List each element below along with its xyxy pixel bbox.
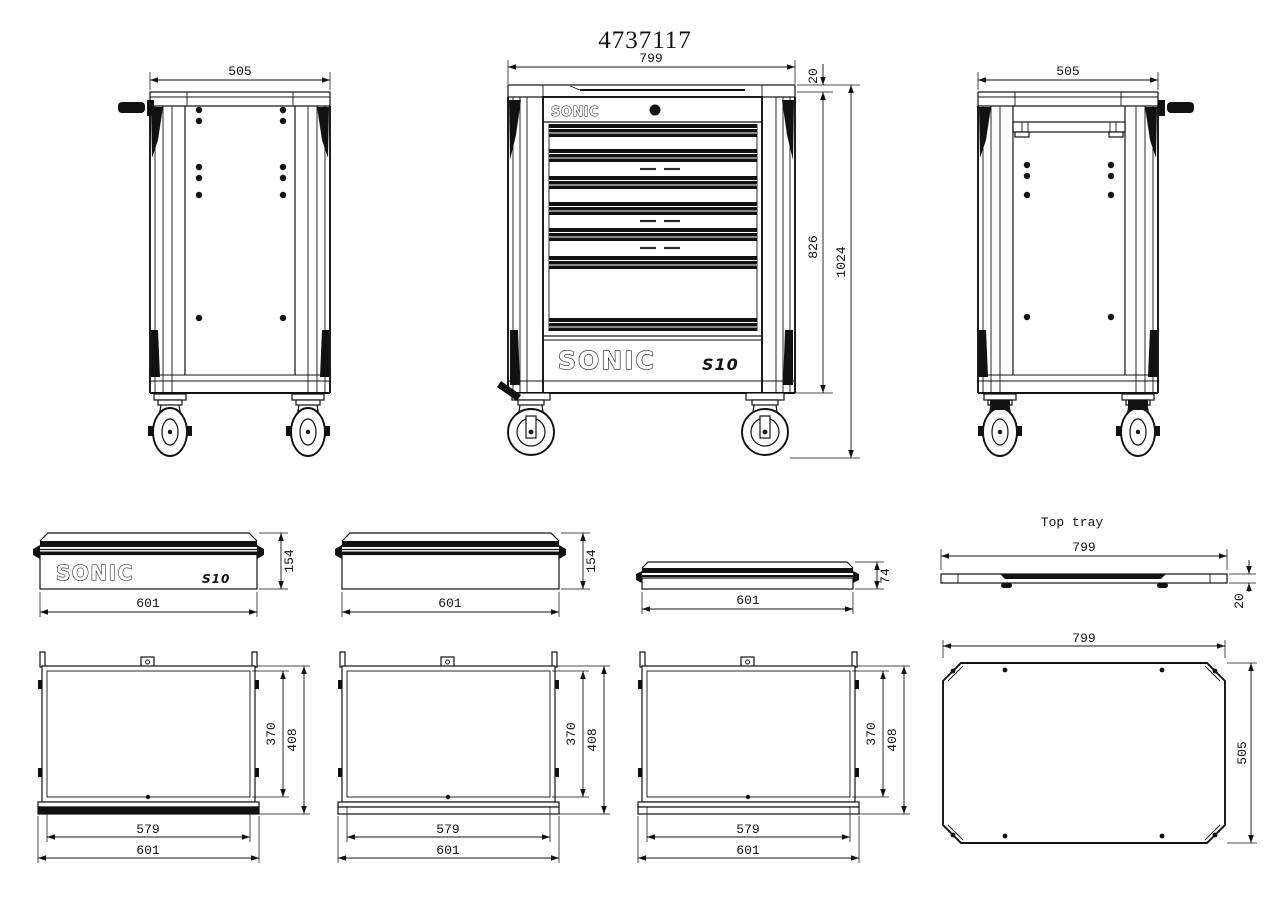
dim-plan3-inner-width-label: 579 <box>736 822 759 837</box>
dim-drawer1-width-label: 601 <box>136 596 160 611</box>
dim-plan1-inner-depth-label: 370 <box>264 722 279 745</box>
dim-plan2-outer-width-label: 601 <box>436 843 460 858</box>
dim-front-total-height-label: 1024 <box>834 246 849 277</box>
brand-logo-front-top: SONIC <box>551 105 599 120</box>
dim-plan1-outer-width-label: 601 <box>136 843 160 858</box>
model-logo-drawer: S10 <box>202 572 230 586</box>
drawer-handle-band <box>549 176 757 189</box>
drawer-stack <box>548 124 758 331</box>
dim-plan1-inner-width-label: 579 <box>136 822 159 837</box>
mounting-holes-right-view <box>1023 161 1115 321</box>
dim-drawer3-width-label: 601 <box>736 593 760 608</box>
tray-screw-holes <box>950 667 1218 839</box>
left-side-view: 505 <box>118 64 331 457</box>
tray-plan-view: 799 505 <box>942 631 1257 844</box>
dim-front-toplip-label: 20 <box>806 68 821 84</box>
mounting-holes-left-view <box>195 106 287 322</box>
push-handle-left <box>118 100 154 116</box>
lock-icon <box>649 104 661 116</box>
caster-swivel <box>741 392 789 456</box>
dim-right-width-label: 505 <box>1056 64 1079 79</box>
brand-logo-drawer: SONIC <box>56 561 134 585</box>
drawing-title: 4737117 <box>598 27 692 54</box>
caster-wheel <box>285 393 331 457</box>
dim-plan2-inner-depth-label: 370 <box>564 722 579 745</box>
drawer-front-slim-view: 74 601 <box>636 561 893 614</box>
drawer-handle-band <box>549 202 757 215</box>
caster-with-brake <box>1115 393 1161 457</box>
dim-front-body-height-label: 826 <box>806 235 821 258</box>
dim-trayplan-width-label: 799 <box>1072 631 1095 646</box>
caster-wheel <box>147 393 193 457</box>
drawer-front-plain-view: 154 601 <box>334 532 599 617</box>
drawer-plan-view-1: 370 408 579 601 <box>38 652 310 863</box>
dim-trayplan-depth-label: 505 <box>1235 741 1250 764</box>
dim-tray-width-label: 799 <box>1072 540 1095 555</box>
push-handle-right <box>1158 100 1194 116</box>
dim-plan2-outer-depth-label: 408 <box>585 728 600 751</box>
dim-tray-thickness-label: 20 <box>1232 593 1247 609</box>
caster-with-brake <box>977 393 1023 457</box>
dim-left-width-label: 505 <box>228 64 251 79</box>
drawer-handle-band <box>549 318 757 331</box>
dim-plan3-outer-width-label: 601 <box>736 843 760 858</box>
top-tray-label: Top tray <box>1041 515 1104 530</box>
caster-with-brake <box>497 381 555 456</box>
dim-drawer2-height-label: 154 <box>584 549 599 573</box>
dim-plan3-inner-depth-label: 370 <box>864 722 879 745</box>
dim-drawer3-height-label: 74 <box>878 568 893 584</box>
drawer-handle-band <box>549 149 757 162</box>
dim-plan1-outer-depth-label: 408 <box>285 728 300 751</box>
drawer-handle-band <box>549 124 757 137</box>
dim-front-width-label: 799 <box>639 51 662 66</box>
drawer-handle-band <box>549 256 757 269</box>
drawer-plan-view-3: 370 408 579 601 <box>638 652 910 863</box>
front-view: 799 SONIC <box>497 51 860 459</box>
right-side-view: 505 <box>977 64 1194 457</box>
dim-plan2-inner-width-label: 579 <box>436 822 459 837</box>
drawer-handle-band <box>549 228 757 241</box>
side-rail-bar <box>1012 121 1126 138</box>
top-tray-profile-view: Top tray 799 20 <box>940 515 1256 609</box>
dim-plan3-outer-depth-label: 408 <box>885 728 900 751</box>
model-logo-front: S10 <box>702 355 739 374</box>
drawer-front-branded-view: SONIC S10 154 601 <box>32 532 297 617</box>
dim-drawer1-height-label: 154 <box>282 549 297 573</box>
drawer-plan-view-2: 370 408 579 601 <box>338 652 610 863</box>
brand-logo-front-bottom: SONIC <box>558 346 656 375</box>
dim-drawer2-width-label: 601 <box>438 596 462 611</box>
